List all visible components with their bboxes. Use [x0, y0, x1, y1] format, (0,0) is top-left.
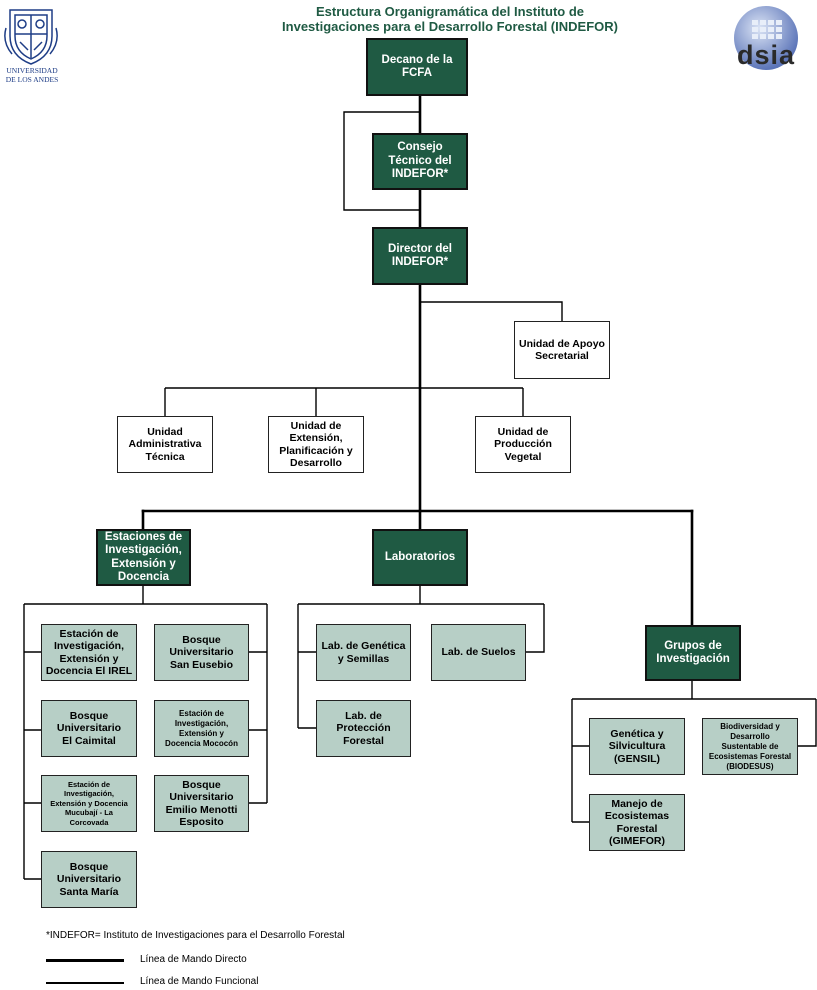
- node-lab-proteccion-forestal: Lab. de Protección Forestal: [316, 700, 411, 757]
- node-director: Director del INDEFOR*: [372, 227, 468, 285]
- university-seal-graphic: [4, 9, 58, 65]
- university-seal-icon: UNIVERSIDAD DE LOS ANDES: [2, 2, 60, 84]
- legend-direct-line: [46, 959, 124, 962]
- university-logo-text: UNIVERSIDAD DE LOS ANDES: [5, 66, 59, 84]
- dsia-logo-icon: dsia: [720, 4, 812, 76]
- node-unidad-apoyo-secretarial: Unidad de Apoyo Secretarial: [514, 321, 610, 379]
- chart-title-line-2: Investigaciones para el Desarrollo Fores…: [282, 19, 618, 34]
- node-unidad-administrativa: Unidad Administrativa Técnica: [117, 416, 213, 473]
- node-estaciones: Estaciones de Investigación, Extensión y…: [96, 529, 191, 586]
- node-laboratorios: Laboratorios: [372, 529, 468, 586]
- node-decano: Decano de la FCFA: [366, 38, 468, 96]
- node-bosque-santa-maria: Bosque Universitario Santa María: [41, 851, 137, 908]
- node-consejo-tecnico: Consejo Técnico del INDEFOR*: [372, 133, 468, 190]
- node-gensil: Genética y Silvicultura (GENSIL): [589, 718, 685, 775]
- node-bosque-menotti: Bosque Universitario Emilio Menotti Espo…: [154, 775, 249, 832]
- chart-title: Estructura Organigramática del Instituto…: [250, 4, 650, 34]
- node-biodesus: Biodiversidad y Desarrollo Sustentable d…: [702, 718, 798, 775]
- node-bosque-caimital: Bosque Universitario El Caimital: [41, 700, 137, 757]
- legend-functional-line: [46, 982, 124, 984]
- node-bosque-san-eusebio: Bosque Universitario San Eusebio: [154, 624, 249, 681]
- node-estacion-mucubaji: Estación de Investigación, Extensión y D…: [41, 775, 137, 832]
- node-lab-suelos: Lab. de Suelos: [431, 624, 526, 681]
- legend-direct-label: Línea de Mando Directo: [140, 954, 247, 965]
- legend-functional-label: Línea de Mando Funcional: [140, 976, 259, 987]
- node-unidad-extension: Unidad de Extensión, Planificación y Des…: [268, 416, 364, 473]
- chart-title-line-1: Estructura Organigramática del Instituto…: [316, 4, 584, 19]
- node-lab-genetica-semillas: Lab. de Genética y Semillas: [316, 624, 411, 681]
- dsia-logo-text: dsia: [736, 40, 796, 70]
- node-estacion-mococon: Estación de Investigación, Extensión y D…: [154, 700, 249, 757]
- node-grupos-investigacion: Grupos de Investigación: [645, 625, 741, 681]
- node-estacion-irel: Estación de Investigación, Extensión y D…: [41, 624, 137, 681]
- footnote: *INDEFOR= Instituto de Investigaciones p…: [46, 930, 345, 941]
- node-gimefor: Manejo de Ecosistemas Forestal (GIMEFOR): [589, 794, 685, 851]
- dsia-logo-graphic: [734, 6, 798, 70]
- node-unidad-produccion: Unidad de Producción Vegetal: [475, 416, 571, 473]
